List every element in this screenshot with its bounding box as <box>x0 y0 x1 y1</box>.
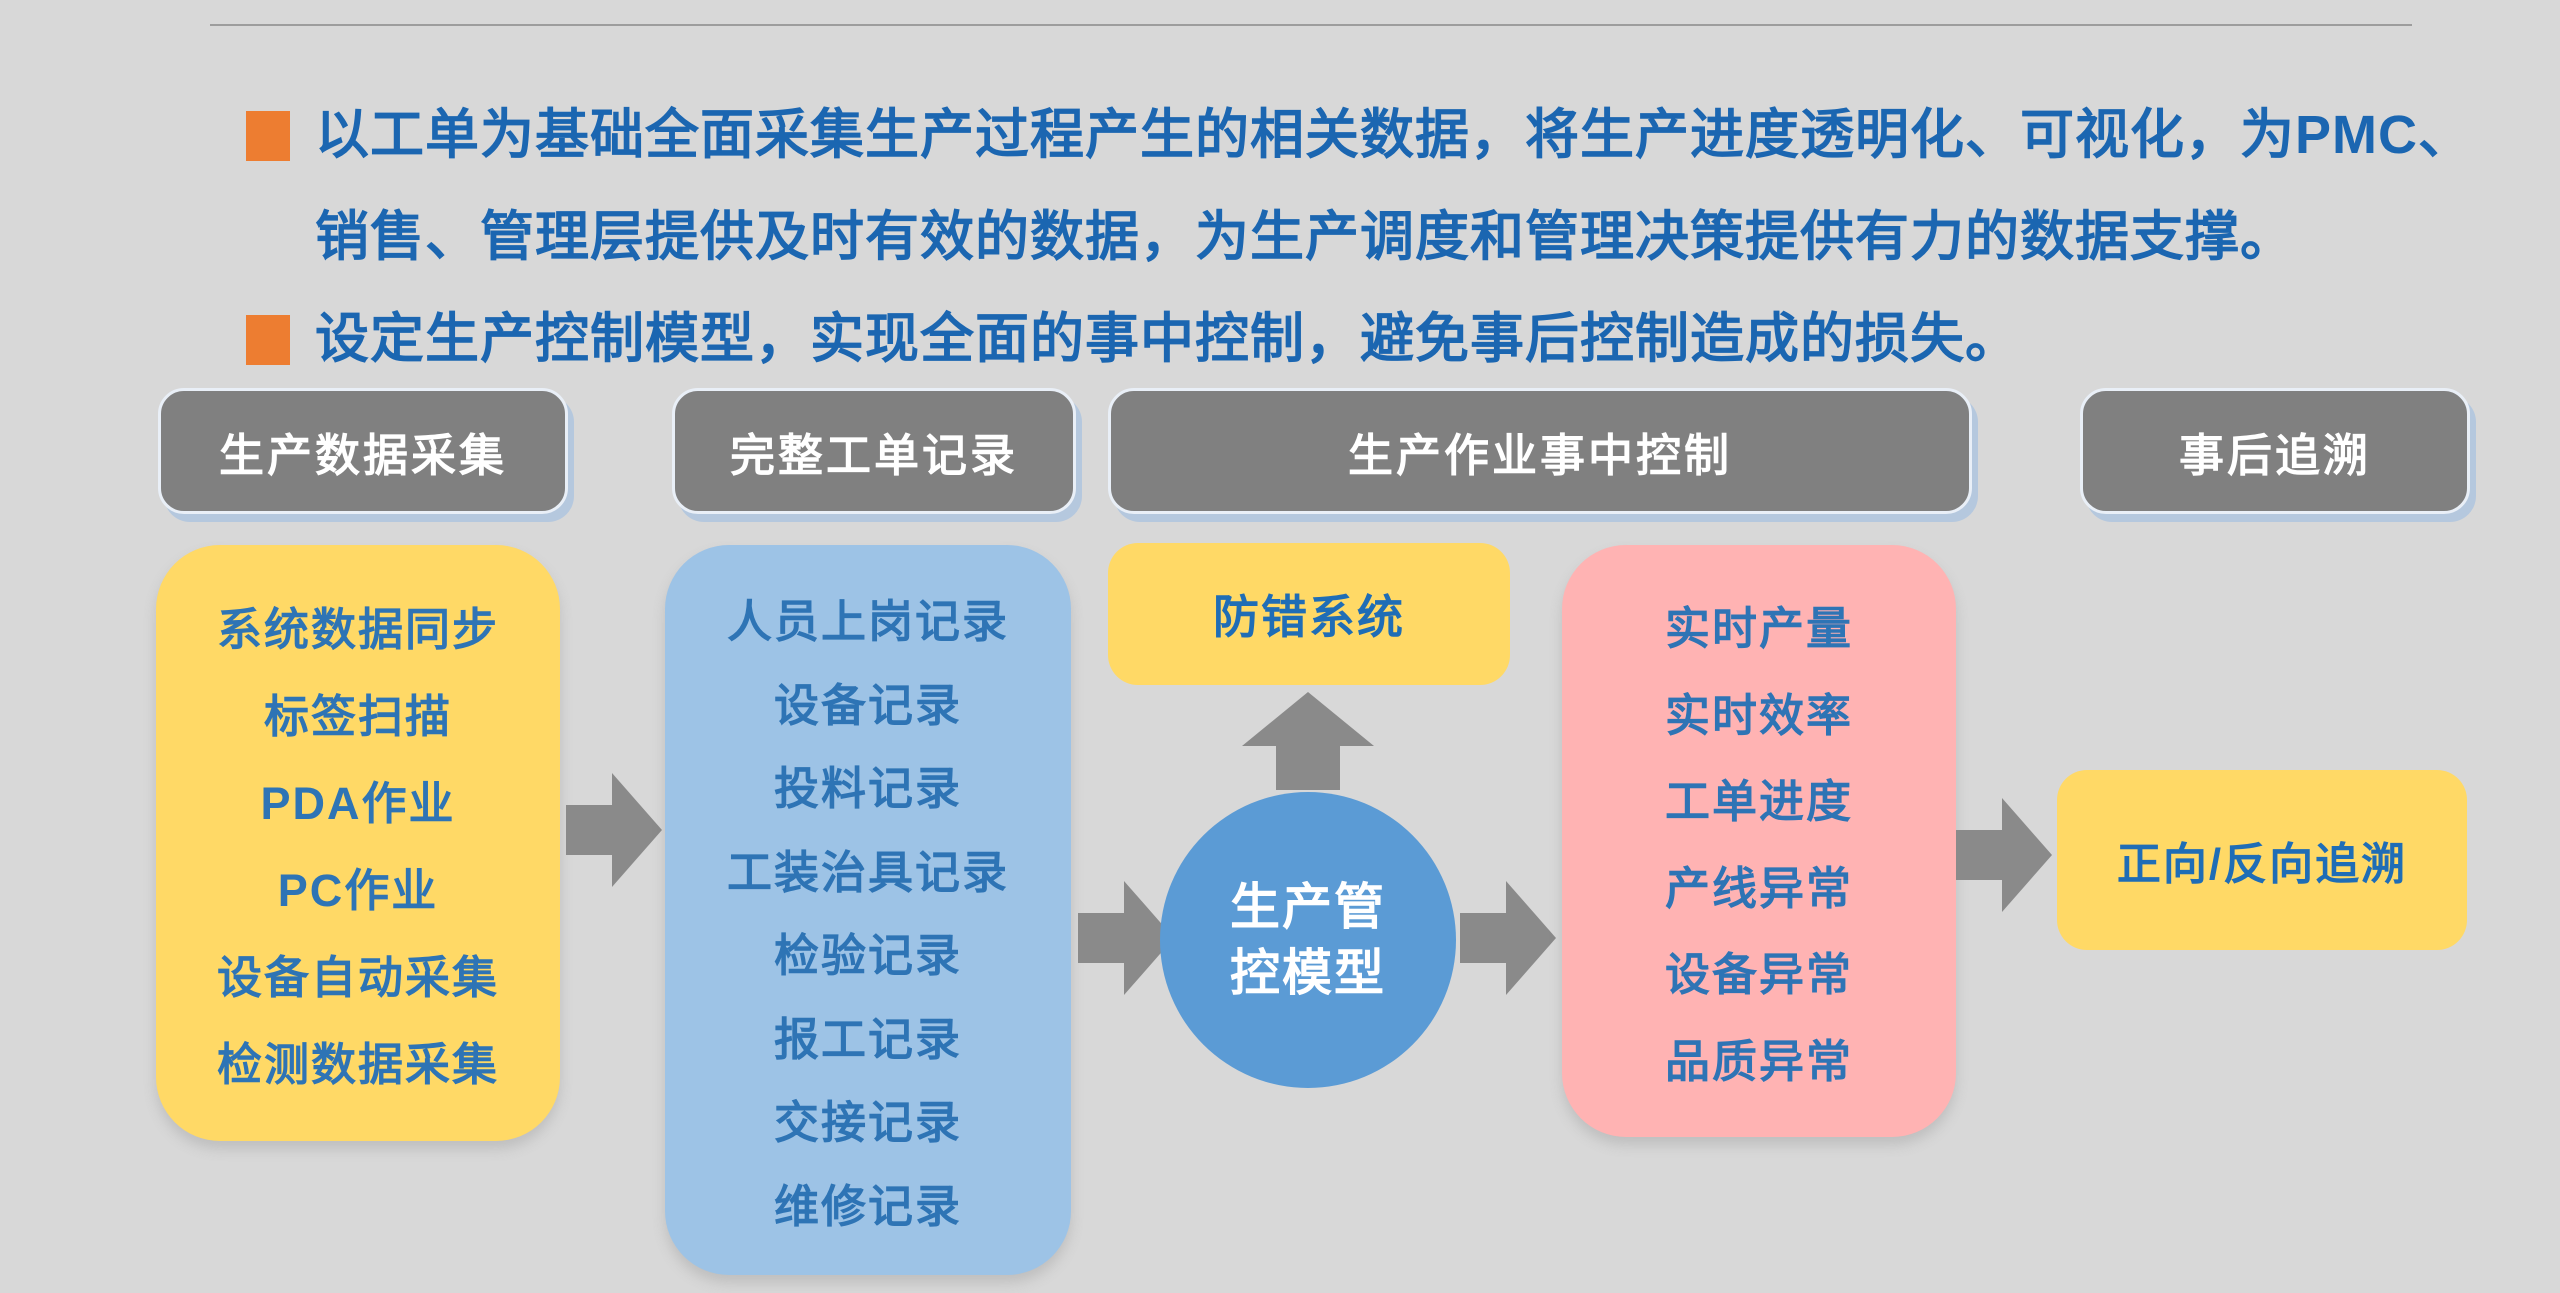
list-item: 实时效率 <box>1664 689 1853 741</box>
header-box-post-trace: 事后追溯 <box>2080 388 2470 514</box>
arrow-stem <box>566 805 612 855</box>
list-item: 工装治具记录 <box>726 846 1009 898</box>
list-item: 检验记录 <box>773 930 962 982</box>
list-item: 标签扫描 <box>263 691 452 742</box>
header-label: 生产作业事中控制 <box>1347 429 1732 481</box>
error-proof-system-box: 防错系统 <box>1108 543 1510 685</box>
list-item: 投料记录 <box>773 763 962 815</box>
bullet-item-2: 设定生产控制模型，实现全面的事中控制，避免事后控制造成的损失。 <box>246 288 2486 390</box>
arrow-head <box>1242 692 1374 746</box>
list-item: 系统数据同步 <box>216 604 499 655</box>
list-item: 人员上岗记录 <box>726 596 1009 648</box>
list-item: 报工记录 <box>773 1013 962 1065</box>
list-item: 维修记录 <box>773 1180 962 1232</box>
header-label: 生产数据采集 <box>218 429 507 481</box>
arrow-right-icon <box>1460 881 1556 995</box>
bullet-text-line: 以工单为基础全面采集生产过程产生的相关数据，将生产进度透明化、可视化，为PMC、 <box>315 105 2473 165</box>
header-box-work-order-records: 完整工单记录 <box>672 388 1076 514</box>
arrow-right-icon <box>566 773 662 887</box>
top-divider-line <box>210 24 2412 26</box>
panel-realtime-monitor: 实时产量 实时效率 工单进度 产线异常 设备异常 品质异常 <box>1562 545 1956 1137</box>
list-item: 工单进度 <box>1664 776 1853 828</box>
list-item: 交接记录 <box>773 1097 962 1149</box>
bullet-item-1: 以工单为基础全面采集生产过程产生的相关数据，将生产进度透明化、可视化，为PMC、… <box>246 84 2486 288</box>
list-item: 产线异常 <box>1664 862 1853 914</box>
trace-box: 正向/反向追溯 <box>2057 770 2467 950</box>
arrow-right-icon <box>1956 798 2052 912</box>
production-control-model-node: 生产管 控模型 <box>1160 792 1456 1088</box>
header-box-data-collection: 生产数据采集 <box>158 388 568 514</box>
list-item: PC作业 <box>277 865 439 916</box>
list-item: 设备记录 <box>773 679 962 731</box>
panel-data-collection: 系统数据同步 标签扫描 PDA作业 PC作业 设备自动采集 检测数据采集 <box>156 545 560 1141</box>
circle-label-line: 生产管 <box>1230 879 1386 935</box>
error-proof-label: 防错系统 <box>1213 591 1405 643</box>
list-item: 品质异常 <box>1664 1035 1853 1087</box>
list-item: 实时产量 <box>1664 603 1853 655</box>
circle-label-line: 控模型 <box>1230 945 1386 1001</box>
header-box-inprocess-control: 生产作业事中控制 <box>1108 388 1972 514</box>
list-item: 检测数据采集 <box>216 1039 499 1090</box>
bullet-text: 设定生产控制模型，实现全面的事中控制，避免事后控制造成的损失。 <box>315 288 2020 390</box>
trace-label: 正向/反向追溯 <box>2116 840 2408 889</box>
panel-work-order-records: 人员上岗记录 设备记录 投料记录 工装治具记录 检验记录 报工记录 交接记录 维… <box>665 545 1071 1275</box>
arrow-stem <box>1956 830 2002 880</box>
arrow-head <box>2002 798 2052 912</box>
arrow-stem <box>1276 746 1340 790</box>
arrow-head <box>612 773 662 887</box>
header-label: 事后追溯 <box>2178 429 2371 481</box>
header-label: 完整工单记录 <box>729 429 1018 481</box>
arrow-stem <box>1078 913 1124 963</box>
bullet-text-line: 设定生产控制模型，实现全面的事中控制，避免事后控制造成的损失。 <box>315 309 2020 369</box>
bullet-text: 以工单为基础全面采集生产过程产生的相关数据，将生产进度透明化、可视化，为PMC、… <box>315 84 2473 288</box>
bullet-list: 以工单为基础全面采集生产过程产生的相关数据，将生产进度透明化、可视化，为PMC、… <box>246 84 2486 390</box>
list-item: PDA作业 <box>260 778 456 829</box>
arrow-stem <box>1460 913 1506 963</box>
arrow-up-icon <box>1242 692 1374 790</box>
bullet-text-line: 销售、管理层提供及时有效的数据，为生产调度和管理决策提供有力的数据支撑。 <box>315 207 2295 267</box>
bullet-square-icon <box>246 315 290 365</box>
list-item: 设备自动采集 <box>216 952 499 1003</box>
list-item: 设备异常 <box>1664 949 1853 1001</box>
bullet-square-icon <box>246 111 290 161</box>
arrow-head <box>1506 881 1556 995</box>
